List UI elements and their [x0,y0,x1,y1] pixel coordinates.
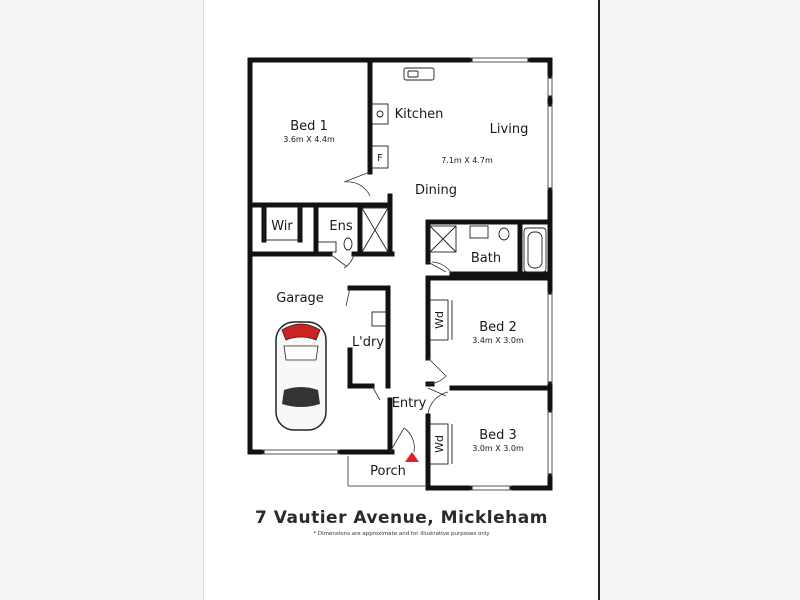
fridge-label: F [377,153,383,164]
room-label-garage: Garage [276,291,324,306]
room-label-kitchen: Kitchen [395,107,444,122]
left-divider [203,0,204,600]
room-label-ens: Ens [329,219,352,234]
car-icon [275,321,327,431]
room-label-porch: Porch [370,464,406,479]
disclaimer-text: * Dimensions are approximate and for ill… [313,531,490,537]
room-label-laundry: L'dry [352,335,384,350]
door-swings [329,171,453,453]
room-label-bed-2: Bed 2 [479,320,517,335]
fixtures [263,67,547,465]
room-dims-bed-1: 3.6m X 4.4m [283,135,335,144]
room-label-living: Living [490,122,529,137]
room-label-dining: Dining [415,183,457,198]
windows [262,57,553,491]
room-label-bed-3: Bed 3 [479,428,517,443]
wardrobe-label-bed-3: Wd [433,435,446,453]
room-dims-bed-2: 3.4m X 3.0m [472,336,524,345]
property-address: 7 Vautier Avenue, Mickleham [255,508,548,528]
room-label-bath: Bath [471,251,501,266]
room-label-wir: Wir [271,219,293,234]
room-dims-living: 7.1m X 4.7m [441,156,493,165]
entry-marker [405,452,419,462]
right-margin-panel [600,0,800,600]
left-margin-panel [0,0,203,600]
wardrobe-label-bed-2: Wd [433,311,446,329]
room-label-bed-1: Bed 1 [290,119,328,134]
room-dims-bed-3: 3.0m X 3.0m [472,444,524,453]
right-divider [598,0,600,600]
fridge [371,145,389,169]
room-label-entry: Entry [392,396,427,411]
